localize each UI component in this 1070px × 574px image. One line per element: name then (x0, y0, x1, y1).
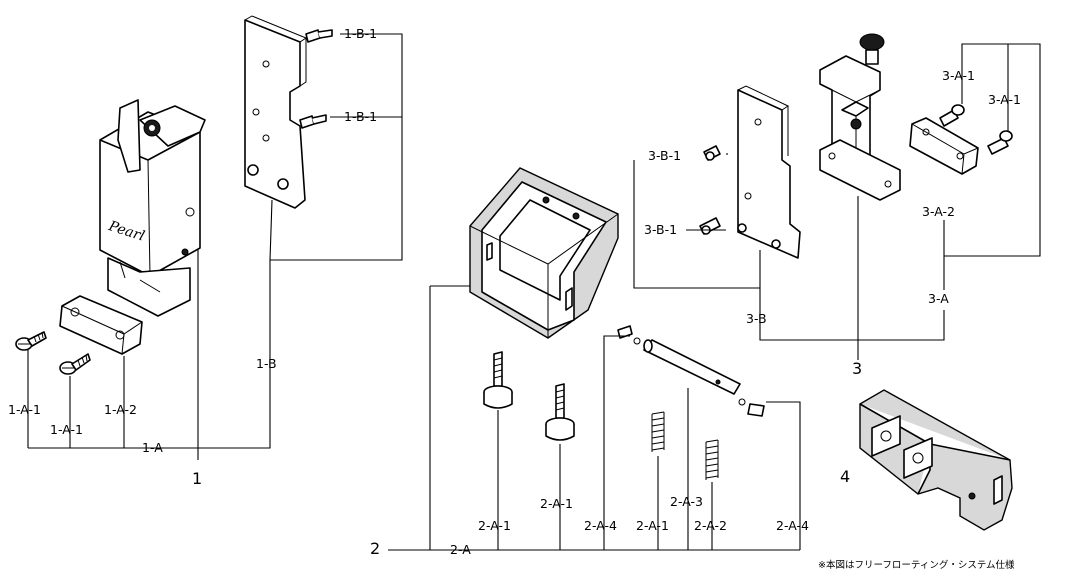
label-2-A-3: 2-A-3 (670, 494, 703, 509)
label-1-A-2: 1-A-2 (104, 402, 137, 417)
clamp-3-A-part (819, 33, 901, 201)
label-1-A-1-a: 1-A-1 (8, 402, 41, 417)
footnote: ※本図はフリーフローティング・システム仕様 (818, 559, 1015, 571)
label-3-A-2: 3-A-2 (922, 204, 955, 219)
label-2-A-4-a: 2-A-4 (584, 518, 617, 533)
label-1-B-1-b: 1-B-1 (344, 109, 377, 124)
bolt-2-A-1-part-b (545, 383, 575, 441)
label-2-A-1-a: 2-A-1 (478, 518, 511, 533)
set-screw-2-A-4-part-a (617, 325, 641, 345)
group-1-assembly: Pearl (8, 15, 403, 488)
label-2-A-2: 2-A-2 (694, 518, 727, 533)
spring-2-A-1-part (651, 411, 665, 452)
frame-2-A-part (469, 167, 619, 339)
group-number-1: 1 (192, 469, 202, 488)
bracket-plate-1-B-part (244, 15, 308, 209)
base-block-4-part (859, 389, 1013, 531)
group-number-3: 3 (852, 359, 862, 378)
screw-3-B-1-part-b (699, 217, 721, 235)
label-1-B: 1-B (256, 356, 277, 371)
screw-3-A-1-part-b (987, 130, 1013, 155)
label-2-A-4-b: 2-A-4 (776, 518, 809, 533)
label-3-A-1-b: 3-A-1 (988, 92, 1021, 107)
screw-3-A-1-part-a (939, 104, 965, 127)
bracket-3-B-part (737, 85, 801, 259)
label-1-A-1-b: 1-A-1 (50, 422, 83, 437)
label-2-A: 2-A (450, 542, 471, 557)
spring-2-A-2-part (705, 439, 719, 480)
label-2-A-1-b: 2-A-1 (540, 496, 573, 511)
label-2-A-1-c: 2-A-1 (636, 518, 669, 533)
pin-2-A-3-part (643, 339, 741, 395)
pedal-housing-part: Pearl (99, 99, 206, 317)
label-3-B-1-b: 3-B-1 (644, 222, 677, 237)
set-screw-2-A-4-part-b (738, 398, 765, 417)
group-number-2: 2 (370, 539, 380, 558)
label-1-A: 1-A (142, 440, 163, 455)
label-3-A-1-a: 3-A-1 (942, 68, 975, 83)
group-4-assembly: 4 (840, 389, 1013, 531)
label-3-A: 3-A (928, 291, 949, 306)
group-2-assembly: 2-A-1 2-A-1 2-A-4 2-A-1 2-A-3 2-A-2 2-A-… (370, 167, 809, 558)
plate-1-A-2-part (59, 295, 143, 355)
screw-3-B-1-part-a (703, 145, 721, 161)
screw-1-A-1-part-b (59, 353, 91, 375)
label-3-B: 3-B (746, 311, 767, 326)
screw-1-A-1-part-a (15, 331, 47, 351)
bolt-2-A-1-part-a (483, 351, 513, 409)
label-3-B-1-a: 3-B-1 (648, 148, 681, 163)
screw-1-B-1-part-b (299, 114, 327, 129)
group-3-assembly: 3-B-1 3-B-1 3-B 3-A-1 3-A-1 3-A-2 3-A 3 (633, 33, 1041, 378)
screw-1-B-1-part-a (305, 29, 333, 43)
label-1-B-1-a: 1-B-1 (344, 26, 377, 41)
plate-3-A-2-part (909, 117, 979, 175)
group-number-4: 4 (840, 467, 850, 486)
